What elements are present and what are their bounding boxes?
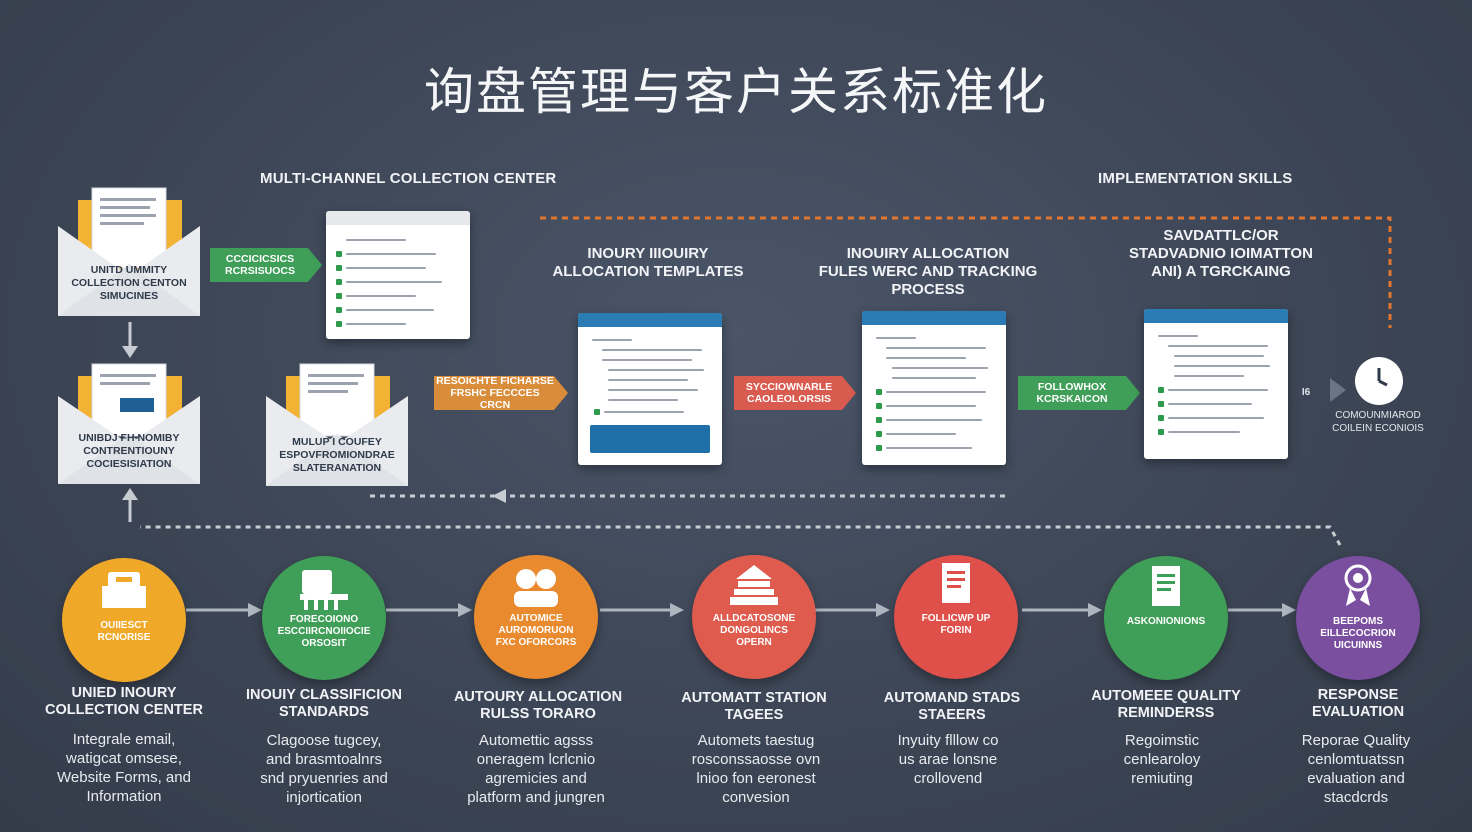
step-title-5: AUTOMAND STADS STAEERS: [883, 690, 1021, 723]
step-title-7: RESPONSE EVALUATION: [1311, 687, 1405, 720]
tag-text: FOLLOWHOX KCRSKAICON: [1036, 381, 1108, 405]
step-desc-2: Clagoose tugcey, and brasmtoalnrs snd pr…: [260, 732, 388, 806]
envelope-icon: [266, 363, 408, 486]
gray-arrowhead-left: [492, 489, 506, 503]
tag-arrow-shape: [1018, 376, 1140, 410]
tag-text: RESOICHTE FICHARSE FRSHC FECCCES CRCN: [436, 375, 554, 411]
building-icon: [730, 565, 778, 605]
envelope-3: MULUP I COUFEY ESPOVFROMIONDRAE SLATERAN…: [266, 362, 408, 486]
step-circle-text: OUIIESCT RCNORISE: [97, 620, 151, 643]
clock-icon: [1355, 357, 1403, 405]
step-title-4: AUTOMATT STATION TAGEES: [681, 690, 827, 723]
step-circle-5: FOLLICWP UP FORIN: [894, 555, 1018, 679]
award-icon: [1344, 564, 1372, 606]
step-circle-6: ASKONIONIONS: [1104, 556, 1228, 680]
step-circle-7: BEEPOMS EILLECOCRION UICUINNS: [1296, 556, 1420, 680]
step-title-1: UNIED INOURY COLLECTION CENTER: [45, 685, 203, 718]
tag-arrow-shape: [210, 248, 322, 282]
standard-document: [1144, 309, 1288, 459]
people-icon: [514, 569, 558, 607]
envelope-2: UNIBDJ FH NOMIBY CONTRENTIOUNY COCIESISI…: [58, 362, 200, 484]
envelope-icon: [58, 363, 200, 484]
step-desc-3: Automettic agsss oneragem lcrlcnio agrem…: [467, 732, 605, 806]
step-circle-text: AUTOMICE AUROMORUON FXC OFORCORS: [495, 613, 577, 648]
orange-dashed-path: [540, 216, 1392, 328]
column-head-templates: INOURY IIIOUIRY ALLOCATION TEMPLATES: [552, 245, 744, 280]
tag-text: CCCICICSICS RCRSISUOCS: [224, 253, 295, 277]
page-title: 询盘管理与客户关系标准化: [424, 63, 1048, 121]
tag-orange: RESOICHTE FICHARSE FRSHC FECCCES CRCN: [434, 375, 568, 411]
clock-chevron: [1330, 378, 1346, 402]
tracking-document: [862, 311, 1006, 465]
step-circle-1: OUIIESCT RCNORISE: [62, 558, 186, 682]
tag-green-2: FOLLOWHOX KCRSKAICON: [1018, 376, 1140, 410]
step-circle-text: BEEPOMS EILLECOCRION UICUINNS: [1320, 616, 1396, 651]
step-circle-text: FOLLICWP UP FORIN: [921, 613, 991, 636]
document-icon: [1152, 566, 1180, 606]
step-desc-6: Regoimstic cenlearoloy remiuting: [1123, 732, 1201, 787]
step-title-2: INOUIY CLASSIFICION STANDARDS: [245, 687, 403, 720]
column-head-rules: INOUIRY ALLOCATION FULES WERC AND TRACKI…: [818, 245, 1038, 298]
up-arrowhead: [122, 488, 138, 500]
classification-icon: [300, 570, 348, 610]
clock-caption: COMOUNMIAROD COILEIN ECONIOIS: [1332, 410, 1424, 434]
tag-green-1: CCCICICSICS RCRSISUOCS: [210, 248, 322, 282]
column-head-standard: SAVDATTLC/OR STADVADNIO IOIMATTON ANI) A…: [1129, 227, 1313, 280]
step-circle-text: FORECOIONO ESCCIIRCNOIIOCIE ORSOSIT: [277, 614, 371, 649]
step-title-6: AUTOMEEE QUALITY REMINDERSS: [1091, 688, 1241, 721]
envelope-2-label: UNIBDJ FH NOMIBY CONTRENTIOUNY COCIESISI…: [78, 432, 180, 470]
step-circle-3: AUTOMICE AUROMORUON FXC OFORCORS: [474, 555, 598, 679]
step-circle-text: ASKONIONIONS: [1126, 616, 1206, 627]
down-arrowhead: [122, 346, 138, 358]
step-circle-text: ALLDCATOSONE DONGOLINCS OPERN: [712, 613, 796, 648]
tag-red: SYCCIOWNARLE CAOLEOLORSIS: [734, 376, 856, 410]
step-desc-5: Inyuity flllow co us arae lonsne crollov…: [897, 732, 999, 787]
checklist-document: [326, 211, 470, 339]
step-arrows: [186, 603, 1296, 617]
envelope-1: UNITD UMMITY COLLECTION CENTON SIMUCINES: [58, 186, 200, 316]
step-desc-1: Integrale email, watigcat omsese, Websit…: [57, 731, 191, 805]
right-section-heading: IMPLEMENTATION SKILLS: [1098, 170, 1293, 187]
left-section-heading: MULTI-CHANNEL COLLECTION CENTER: [260, 170, 557, 187]
template-document: [578, 313, 722, 465]
step-desc-4: Automets taestug rosconssaosse ovn lnioo…: [691, 732, 821, 806]
step-circle-2: FORECOIONO ESCCIIRCNOIIOCIE ORSOSIT: [262, 556, 386, 680]
form-icon: [942, 563, 970, 603]
tag-text: SYCCIOWNARLE CAOLEOLORSIS: [745, 381, 833, 405]
tag-arrow-shape: [734, 376, 856, 410]
envelope-icon: [58, 187, 200, 316]
step-circle-4: ALLDCATOSONE DONGOLINCS OPERN: [692, 555, 816, 679]
envelope-3-label: MULUP I COUFEY ESPOVFROMIONDRAE SLATERAN…: [279, 436, 395, 474]
clock-marker: I6: [1301, 387, 1311, 398]
step-desc-7: Reporae Quality cenlomtuatssn evaluation…: [1301, 732, 1411, 806]
inbox-icon: [102, 572, 146, 608]
step-title-3: AUTOURY ALLOCATION RULSS TORARO: [453, 689, 623, 722]
envelope-1-label: UNITD UMMITY COLLECTION CENTON SIMUCINES: [71, 264, 187, 302]
tag-arrow-shape: [434, 376, 568, 410]
clock-marker-text: I6: [1296, 386, 1316, 399]
gray-dashed-return: [140, 525, 1342, 546]
